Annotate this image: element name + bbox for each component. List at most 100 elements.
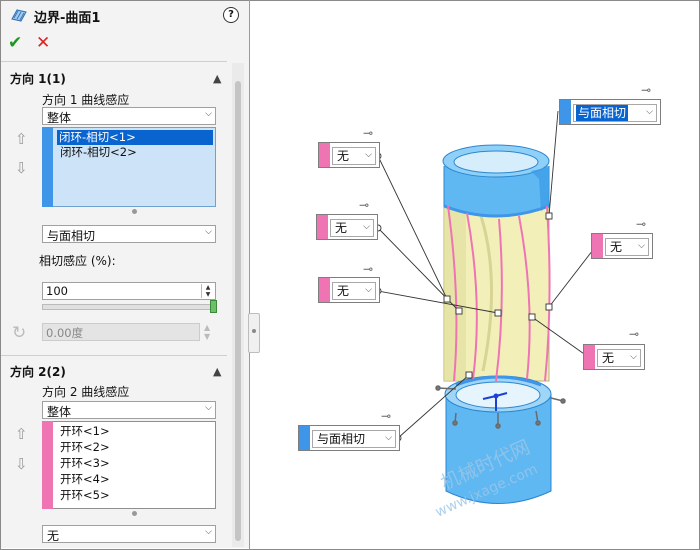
tangent-influence-value: 100	[46, 284, 68, 298]
callout-value: 与面相切	[317, 432, 366, 446]
pm-header: 边界-曲面1 ?	[1, 1, 249, 29]
pink-swatch	[584, 345, 595, 369]
top-tube-cut	[531, 167, 549, 211]
chevron-down-icon: ⌵	[363, 222, 370, 232]
pink-swatch	[319, 143, 330, 167]
ok-button[interactable]: ✔	[8, 33, 23, 53]
divider	[1, 61, 227, 62]
surface-highlight	[479, 215, 494, 372]
list-resize-handle[interactable]	[132, 511, 137, 516]
direction1-curve-list[interactable]: 闭环-相切<1> 闭环-相切<2>	[42, 127, 216, 207]
collapse-direction2-icon[interactable]: ▲	[213, 365, 222, 378]
callout-right-1[interactable]: 无⌵	[591, 233, 653, 259]
move-up-icon[interactable]: ⇧	[15, 130, 28, 148]
property-manager: 边界-曲面1 ? ✔ ✕ 方向 1(1) ▲ 方向 1 曲线感应 整体 ⌵ ⇧ …	[1, 1, 249, 548]
divider	[1, 355, 227, 356]
guide-curve-1	[447, 205, 458, 382]
chevron-down-icon: ⌵	[205, 227, 212, 237]
move-up-icon[interactable]: ⇧	[15, 425, 28, 443]
direction2-curve-select[interactable]: 整体 ⌵	[42, 401, 216, 419]
list-resize-handle[interactable]	[132, 209, 137, 214]
chevron-down-icon: ⌵	[385, 433, 392, 443]
pink-swatch	[319, 278, 330, 302]
callout-right-2[interactable]: 无⌵	[583, 344, 645, 370]
direction1-title[interactable]: 方向 1(1)	[10, 72, 66, 86]
pin-icon[interactable]: ⊸	[363, 126, 374, 140]
chevron-down-icon: ⌵	[365, 285, 372, 295]
pin-icon[interactable]: ⊸	[363, 262, 374, 276]
direction2-curve-list[interactable]: 开环<1> 开环<2> 开环<3> 开环<4> 开环<5>	[42, 421, 216, 509]
direction2-curve-value: 整体	[47, 405, 72, 419]
callout-value: 无	[337, 149, 350, 163]
move-down-icon[interactable]: ⇩	[15, 455, 28, 473]
callout-top-right[interactable]: 与面相切 ⌵	[559, 99, 661, 125]
callout-left-2[interactable]: 无⌵	[316, 214, 378, 240]
list-item[interactable]: 闭环-相切<1>	[57, 130, 213, 145]
direction1-color-strip	[42, 127, 53, 207]
pin-icon[interactable]: ⊸	[629, 327, 640, 341]
tangent-influence-input[interactable]: 100 ▲▼	[42, 282, 216, 300]
callout-left-3[interactable]: 无⌵	[318, 277, 380, 303]
pm-scrollbar[interactable]	[232, 63, 244, 547]
callout-bottom-left[interactable]: 与面相切 ⌵	[298, 425, 400, 451]
direction2-color-strip	[42, 421, 53, 509]
guide-curve-3	[495, 218, 503, 382]
top-tube-inner	[453, 150, 539, 174]
direction2-tangent-select[interactable]: 无 ⌵	[42, 525, 216, 543]
direction1-tangent-select[interactable]: 与面相切 ⌵	[42, 225, 216, 243]
rotate-icon: ↻	[12, 323, 27, 343]
bottom-tube-body	[445, 394, 552, 504]
direction1-tangent-value: 与面相切	[47, 229, 96, 243]
callout-left-1[interactable]: 无⌵	[318, 142, 380, 168]
graphics-viewport[interactable]: 与面相切⌵ ⊸ 无⌵ ⊸ 无⌵ ⊸ 无⌵ ⊸ 无⌵ ⊸ 无⌵ ⊸ 与面相切⌵ ⊸…	[251, 1, 698, 548]
angle-value: 0.00度	[46, 326, 84, 340]
pin-icon[interactable]: ⊸	[359, 198, 370, 212]
callout-value: 无	[335, 221, 348, 235]
direction2-title[interactable]: 方向 2(2)	[10, 365, 66, 379]
bottom-edge-curve	[455, 375, 542, 387]
chevron-down-icon: ⌵	[365, 150, 372, 160]
angle-spin-icon: ▲▼	[204, 323, 211, 341]
chevron-down-icon: ⌵	[205, 403, 212, 413]
slider-thumb[interactable]	[210, 300, 217, 313]
list-item[interactable]: 开环<3>	[60, 456, 110, 470]
callout-value: 无	[610, 240, 623, 254]
direction1-curve-select[interactable]: 整体 ⌵	[42, 107, 216, 125]
list-item[interactable]: 开环<4>	[60, 472, 110, 486]
scrollbar-thumb[interactable]	[235, 81, 241, 541]
direction1-curve-label: 方向 1 曲线感应	[42, 93, 130, 107]
list-item[interactable]: 开环<2>	[60, 440, 110, 454]
chevron-down-icon: ⌵	[630, 352, 637, 362]
pin-icon[interactable]: ⊸	[641, 83, 652, 97]
spin-buttons-icon[interactable]: ▲▼	[201, 284, 214, 298]
chevron-down-icon: ⌵	[205, 109, 212, 119]
move-down-icon[interactable]: ⇩	[15, 159, 28, 177]
collapse-direction1-icon[interactable]: ▲	[213, 72, 222, 85]
chevron-down-icon: ⌵	[646, 107, 653, 117]
pin-icon[interactable]: ⊸	[636, 217, 647, 231]
blue-swatch	[299, 426, 310, 450]
help-icon[interactable]: ?	[223, 7, 239, 23]
page-title: 边界-曲面1	[34, 11, 101, 26]
boundary-surface-icon	[11, 9, 27, 22]
guide-curve-4	[518, 215, 531, 380]
chevron-down-icon: ⌵	[205, 527, 212, 537]
list-item[interactable]: 闭环-相切<2>	[60, 145, 137, 159]
top-edge-curve	[443, 204, 550, 218]
cancel-button[interactable]: ✕	[36, 33, 51, 53]
panel-divider	[249, 0, 250, 550]
pink-swatch	[317, 215, 328, 239]
callout-value: 与面相切	[576, 105, 629, 121]
guide-curves	[447, 205, 551, 382]
triad-icon	[482, 392, 508, 411]
guide-curve-5	[544, 205, 551, 382]
callout-value: 无	[602, 351, 615, 365]
pin-icon[interactable]: ⊸	[381, 409, 392, 423]
list-item[interactable]: 开环<1>	[60, 424, 110, 438]
direction2-tangent-value: 无	[47, 529, 60, 543]
panel-collapse-handle[interactable]	[248, 313, 260, 353]
grip-icon	[252, 329, 256, 333]
blue-swatch	[560, 100, 571, 124]
list-item[interactable]: 开环<5>	[60, 488, 110, 502]
tangent-influence-slider[interactable]	[42, 304, 214, 310]
